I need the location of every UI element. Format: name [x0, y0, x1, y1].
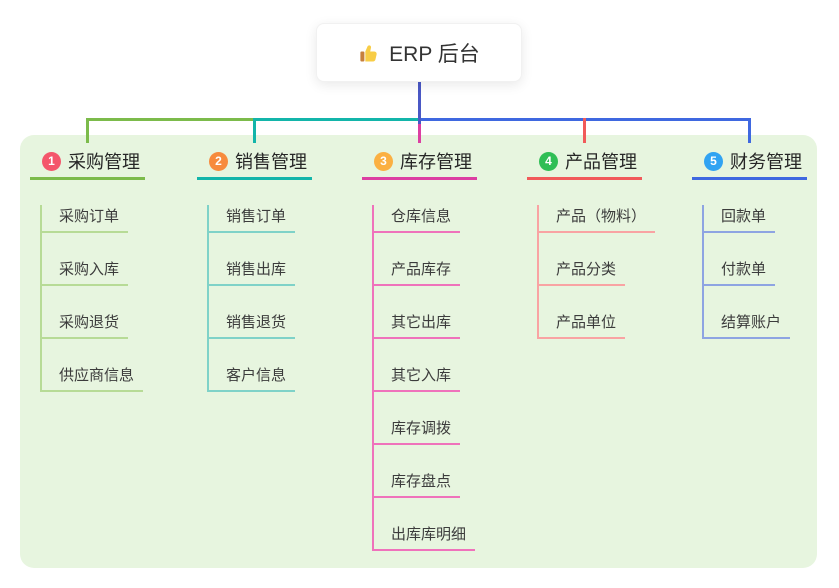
root-label: ERP 后台 — [389, 42, 480, 66]
branch-underline — [692, 177, 807, 180]
child-item[interactable]: 供应商信息 — [42, 364, 144, 392]
drop-line-branch2 — [253, 118, 256, 143]
thumbs-up-icon — [358, 42, 380, 64]
child-item[interactable]: 回款单 — [704, 205, 776, 233]
child-item[interactable]: 销售出库 — [209, 258, 296, 286]
child-item[interactable]: 采购订单 — [42, 205, 129, 233]
branch-label: 采购管理 — [68, 152, 140, 172]
child-item[interactable]: 库存盘点 — [374, 470, 461, 498]
root-stem-line — [418, 82, 421, 124]
child-item[interactable]: 其它出库 — [374, 311, 461, 339]
child-item[interactable]: 客户信息 — [209, 364, 296, 392]
branch-children: 回款单 付款单 结算账户 — [702, 205, 807, 339]
branch-underline — [30, 177, 145, 180]
branch-purchase: 1 采购管理 采购订单 采购入库 采购退货 供应商信息 — [30, 148, 145, 392]
child-item[interactable]: 销售退货 — [209, 311, 296, 339]
child-item[interactable]: 销售订单 — [209, 205, 296, 233]
branch-header[interactable]: 4 产品管理 — [527, 148, 642, 174]
branch-number-badge: 3 — [374, 151, 393, 171]
branch-number-badge: 2 — [209, 151, 228, 171]
child-item[interactable]: 产品单位 — [539, 311, 626, 339]
child-item[interactable]: 仓库信息 — [374, 205, 461, 233]
branch-inventory: 3 库存管理 仓库信息 产品库存 其它出库 其它入库 库存调拨 库存盘点 出库库… — [362, 148, 477, 551]
branch-label: 财务管理 — [730, 152, 802, 172]
branch-underline — [197, 177, 312, 180]
child-item[interactable]: 付款单 — [704, 258, 776, 286]
branch-number-badge: 1 — [42, 151, 61, 171]
root-node[interactable]: ERP 后台 — [316, 23, 522, 82]
branch-product: 4 产品管理 产品（物料） 产品分类 产品单位 — [527, 148, 656, 339]
child-item[interactable]: 采购入库 — [42, 258, 129, 286]
branch-header[interactable]: 1 采购管理 — [30, 148, 145, 174]
trunk-line-branch2 — [253, 118, 421, 121]
child-item[interactable]: 其它入库 — [374, 364, 461, 392]
child-item[interactable]: 产品（物料） — [539, 205, 656, 233]
drop-line-branch1 — [86, 118, 89, 143]
branch-header[interactable]: 2 销售管理 — [197, 148, 312, 174]
branch-children: 销售订单 销售出库 销售退货 客户信息 — [207, 205, 312, 392]
child-item[interactable]: 库存调拨 — [374, 417, 461, 445]
branch-children: 仓库信息 产品库存 其它出库 其它入库 库存调拨 库存盘点 出库库明细 — [372, 205, 477, 551]
child-item[interactable]: 出库库明细 — [374, 523, 476, 551]
trunk-line-branch1 — [86, 118, 255, 121]
branch-label: 库存管理 — [400, 152, 472, 172]
child-item[interactable]: 采购退货 — [42, 311, 129, 339]
child-item[interactable]: 产品库存 — [374, 258, 461, 286]
branch-header[interactable]: 5 财务管理 — [692, 148, 807, 174]
branch-label: 产品管理 — [565, 152, 637, 172]
drop-line-branch3 — [418, 118, 421, 143]
branch-header[interactable]: 3 库存管理 — [362, 148, 477, 174]
child-item[interactable]: 产品分类 — [539, 258, 626, 286]
drop-line-branch5 — [748, 118, 751, 143]
branch-underline — [362, 177, 477, 180]
branch-underline — [527, 177, 642, 180]
branch-finance: 5 财务管理 回款单 付款单 结算账户 — [692, 148, 807, 339]
child-item[interactable]: 结算账户 — [704, 311, 791, 339]
mindmap-panel — [20, 135, 817, 568]
branch-sales: 2 销售管理 销售订单 销售出库 销售退货 客户信息 — [197, 148, 312, 392]
branch-label: 销售管理 — [235, 152, 307, 172]
branch-number-badge: 4 — [539, 151, 558, 171]
branch-children: 产品（物料） 产品分类 产品单位 — [537, 205, 656, 339]
branch-children: 采购订单 采购入库 采购退货 供应商信息 — [40, 205, 145, 392]
drop-line-branch4 — [583, 118, 586, 143]
branch-number-badge: 5 — [704, 151, 723, 171]
